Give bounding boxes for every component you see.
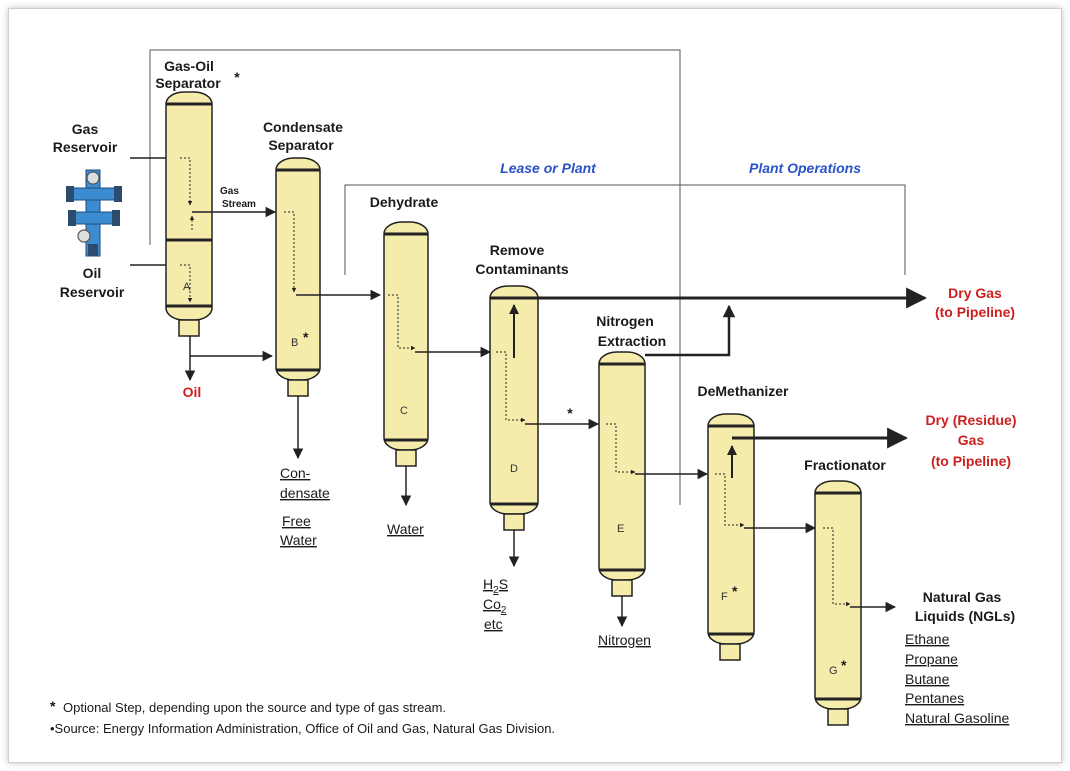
lease-or-plant-bracket xyxy=(149,49,681,505)
vessel-a-oil-flow xyxy=(180,264,193,303)
vessel-a-letter: A xyxy=(183,281,191,293)
ngl-item: Ethane xyxy=(905,631,950,647)
residue-gas-label-2: Gas xyxy=(958,432,985,448)
vessel-b: B * xyxy=(275,157,321,397)
oil-output-label: Oil xyxy=(183,384,202,400)
ngl-item: Natural Gasoline xyxy=(905,710,1009,726)
etc-label: etc xyxy=(484,616,503,632)
vessel-d-title-1: Remove xyxy=(490,242,545,258)
dry-gas-label-2: (to Pipeline) xyxy=(935,304,1015,320)
vessel-b-letter: B xyxy=(291,337,298,349)
footnote-optional-step: Optional Step, depending upon the source… xyxy=(63,700,446,715)
footnote-source: •Source: Energy Information Administrati… xyxy=(50,721,555,736)
vessel-c-letter: C xyxy=(400,405,408,417)
vessel-e-letter: E xyxy=(617,523,624,535)
vessel-g: G * xyxy=(814,480,862,726)
co2-label: Co2 xyxy=(483,596,507,616)
ngl-item: Pentanes xyxy=(905,690,964,706)
gas-reservoir-label-2: Reservoir xyxy=(53,139,118,155)
vessel-e-title-1: Nitrogen xyxy=(596,313,654,329)
vessel-f-title: DeMethanizer xyxy=(697,383,789,399)
nitrogen-to-dry-gas-line xyxy=(645,304,736,357)
vessel-e: E xyxy=(598,351,646,597)
water-label: Water xyxy=(387,521,424,537)
vessel-f-letter: F xyxy=(721,591,728,603)
gas-stream-label-1: Gas xyxy=(220,186,239,197)
wellhead-icon xyxy=(66,169,122,257)
ngl-item: Propane xyxy=(905,651,958,667)
gas-stream-label-2: Stream xyxy=(222,199,256,210)
footnote-star: * xyxy=(50,698,56,714)
condensate-label-1: Con- xyxy=(280,465,311,481)
h2s-label: H2S xyxy=(483,576,508,596)
plant-operations-label: Plant Operations xyxy=(749,160,861,176)
vessel-a-internal-flow xyxy=(180,157,193,206)
gas-reservoir-label-1: Gas xyxy=(72,121,99,137)
vessel-a: A xyxy=(165,91,213,337)
free-water-label-2: Water xyxy=(280,532,317,548)
lease-or-plant-label: Lease or Plant xyxy=(500,160,597,176)
vessel-f: F * xyxy=(707,413,755,661)
ngl-label-2: Liquids (NGLs) xyxy=(915,608,1015,624)
plant-operations-bracket xyxy=(344,184,906,275)
vessel-e-title-2: Extraction xyxy=(598,333,666,349)
vessel-g-title: Fractionator xyxy=(804,457,886,473)
vessel-b-title-1: Condensate xyxy=(263,119,343,135)
vessel-c-title: Dehydrate xyxy=(370,194,439,210)
vessel-b-title-2: Separator xyxy=(268,137,334,153)
vessel-a-title-2: Separator xyxy=(155,75,221,91)
nitrogen-label: Nitrogen xyxy=(598,632,651,648)
contaminant-star: * xyxy=(567,405,573,421)
vessel-d: D xyxy=(489,285,539,531)
vessel-g-letter: G xyxy=(829,665,838,677)
vessel-b-star: * xyxy=(303,329,309,345)
vessel-a-star: * xyxy=(234,69,240,85)
oil-reservoir-label-1: Oil xyxy=(83,265,102,281)
oil-reservoir-label-2: Reservoir xyxy=(60,284,125,300)
vessel-a-title-1: Gas-Oil xyxy=(164,58,214,74)
vessel-c: C xyxy=(383,221,429,467)
residue-gas-label-3: (to Pipeline) xyxy=(931,453,1011,469)
vessel-d-title-2: Contaminants xyxy=(475,261,569,277)
free-water-label-1: Free xyxy=(282,513,311,529)
ngl-item: Butane xyxy=(905,671,950,687)
vessel-f-star: * xyxy=(732,583,738,599)
condensate-label-2: densate xyxy=(280,485,330,501)
dry-gas-label-1: Dry Gas xyxy=(948,285,1002,301)
vessel-g-star: * xyxy=(841,657,847,673)
vessel-d-letter: D xyxy=(510,463,518,475)
residue-gas-label-1: Dry (Residue) xyxy=(925,412,1016,428)
ngl-label-1: Natural Gas xyxy=(923,589,1002,605)
